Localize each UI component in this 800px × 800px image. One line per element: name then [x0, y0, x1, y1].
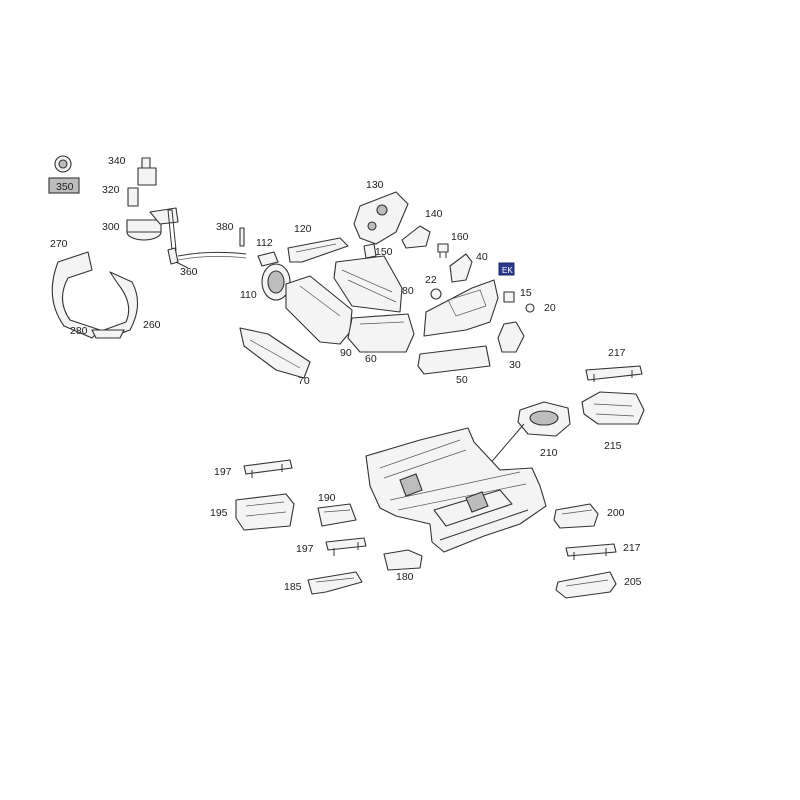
- label-260: 260: [143, 319, 161, 331]
- label-15: 15: [520, 287, 532, 299]
- part-20-screw: 20: [525, 302, 556, 314]
- part-90-housing: 90: [285, 275, 353, 359]
- label-197-bottom: 197: [296, 543, 314, 555]
- part-60-cover: 60: [347, 313, 415, 365]
- label-197-top: 197: [214, 466, 232, 478]
- label-380: 380: [216, 221, 234, 233]
- label-70: 70: [298, 375, 310, 387]
- label-80: 80: [402, 285, 414, 297]
- label-90: 90: [340, 347, 352, 359]
- part-30-bracket: 30: [497, 321, 525, 371]
- label-270: 270: [50, 238, 68, 250]
- part-70-rail: 70: [239, 327, 311, 387]
- part-22-bolt: 22: [425, 274, 442, 300]
- part-backrest-panel: [423, 279, 499, 337]
- part-112-vent: 112: [256, 237, 279, 267]
- part-15-plate: 15: [503, 287, 532, 303]
- callout-box-text: EK: [502, 266, 513, 275]
- label-40: 40: [476, 251, 488, 263]
- part-217a-rail: 217: [585, 347, 643, 382]
- label-22: 22: [425, 274, 437, 286]
- label-195: 195: [210, 507, 228, 519]
- label-185: 185: [284, 581, 302, 593]
- label-130: 130: [366, 179, 384, 191]
- label-60: 60: [365, 353, 377, 365]
- part-195-module: 195: [210, 493, 295, 531]
- part-300-actuator: 300: [102, 207, 179, 251]
- part-110-knob: 110: [240, 263, 291, 301]
- label-320: 320: [102, 184, 120, 196]
- label-120: 120: [294, 223, 312, 235]
- part-340-motor: 340: [108, 155, 157, 186]
- part-197b-rail: 197: [296, 537, 367, 556]
- part-40-cover: 40: [449, 251, 488, 283]
- callout-box: EK: [498, 262, 515, 276]
- part-200-module: 200: [553, 503, 625, 529]
- label-190: 190: [318, 492, 336, 504]
- part-205-module: 205: [555, 571, 642, 599]
- part-215-module: 215: [581, 391, 645, 452]
- part-320-bracket: 320: [102, 184, 139, 207]
- label-215: 215: [604, 440, 622, 452]
- part-seat-frame: [365, 427, 547, 553]
- part-130-frame: 130: [353, 179, 409, 245]
- label-300: 300: [102, 221, 120, 233]
- part-180-block: 180: [383, 549, 423, 583]
- label-217-top: 217: [608, 347, 626, 359]
- label-210: 210: [540, 447, 558, 459]
- part-120-trim: 120: [287, 223, 349, 263]
- part-217b-rail: 217: [565, 542, 641, 560]
- part-190-pad: 190: [317, 492, 357, 527]
- part-210-pad: 210: [517, 401, 571, 459]
- part-360-cable: 360: [167, 247, 247, 278]
- label-110: 110: [240, 289, 257, 301]
- label-140: 140: [425, 208, 443, 220]
- part-140-bracket: 140: [401, 208, 443, 249]
- label-30: 30: [509, 359, 521, 371]
- label-217-bottom: 217: [623, 542, 641, 554]
- part-50-trim: 50: [417, 345, 491, 386]
- label-20: 20: [544, 302, 556, 314]
- part-260-cover: 260: [103, 271, 161, 339]
- part-280-trim: 280: [70, 325, 125, 339]
- label-205: 205: [624, 576, 642, 588]
- label-280: 280: [70, 325, 88, 337]
- part-185-module: 185: [284, 571, 363, 595]
- label-150: 150: [375, 246, 393, 258]
- part-350-switch: 350: [48, 155, 80, 194]
- label-200: 200: [607, 507, 625, 519]
- part-197a-rail: 197: [214, 459, 293, 478]
- label-112: 112: [256, 237, 273, 249]
- label-340: 340: [108, 155, 126, 167]
- part-80-tray: 80: [333, 255, 414, 313]
- label-50: 50: [456, 374, 468, 386]
- part-380-pin: 380: [216, 221, 245, 247]
- label-360: 360: [180, 266, 198, 278]
- part-160-screw: 160: [437, 231, 469, 258]
- part-150-clip: 150: [363, 243, 393, 259]
- label-160: 160: [451, 231, 469, 243]
- label-180: 180: [396, 571, 414, 583]
- label-350: 350: [56, 181, 74, 193]
- part-270-cover: 270: [50, 238, 101, 339]
